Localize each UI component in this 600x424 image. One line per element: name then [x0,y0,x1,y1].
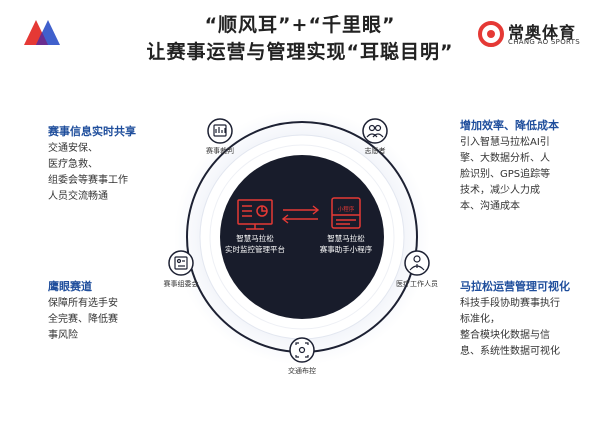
node-medical-label: 医疗工作人员 [396,280,438,288]
info-sharing-title: 赛事信息实时共享 [48,125,136,138]
efficiency-line: 脸识别、GPS追踪等 [460,169,551,180]
node-referee [207,118,233,144]
node-organizing-label: 赛事组委会 [163,280,199,288]
efficiency-title: 增加效率、降低成本 [460,119,559,132]
title-line-1: “顺风耳”+“千里眼” [204,14,396,36]
visualization-line: 整合模块化数据与信 [460,330,550,341]
info-sharing-line: 组委会等赛事工作 [48,175,128,186]
monitor-icon [237,199,273,230]
brand-name: 常奥体育 [508,23,577,42]
node-organizing [168,250,194,276]
visualization-block: 马拉松运营管理可视化 科技手段协助赛事执行 标准化， 整合模块化数据与信 息、系… [460,278,590,360]
info-sharing-block: 赛事信息实时共享 交通安保、 医疗急救、 组委会等赛事工作 人员交流畅通 [48,123,178,205]
node-volunteer [362,118,388,144]
mini-program-label-line1: 智慧马拉松 [327,234,365,243]
info-sharing-line: 人员交流畅通 [48,191,108,202]
info-sharing-line: 医疗急救、 [48,159,98,170]
efficiency-line: 技术，减少人力成 [460,185,540,196]
visualization-title: 马拉松运营管理可视化 [460,280,570,293]
mini-program-phone-label: 小程序 [338,205,355,213]
eagle-eye-title: 鹰眼赛道 [48,280,92,293]
camera-icon [295,342,309,358]
eagle-eye-line: 全完赛、降低赛 [48,314,118,325]
node-volunteer-label: 志愿者 [364,147,386,155]
mini-program-label: 智慧马拉松 赛事助手小程序 [306,233,386,255]
info-sharing-line: 交通安保、 [48,143,98,154]
mini-program-icon [331,197,361,229]
node-traffic [289,337,315,363]
eagle-eye-line: 保障所有选手安 [48,298,118,309]
visualization-line: 标准化， [460,314,500,325]
platform-label: 智慧马拉松 实时监控管理平台 [215,233,295,255]
eagle-eye-line: 事风险 [48,330,78,341]
platform-label-line2: 实时监控管理平台 [225,245,285,254]
brand: 常奥体育 CHANG AO SPORTS [478,18,588,50]
efficiency-line: 引入智慧马拉松AI引 [460,137,550,148]
mini-program-label-line2: 赛事助手小程序 [319,245,373,254]
center-core [220,155,384,319]
efficiency-line: 本、沟通成本 [460,201,520,212]
node-medical [404,250,430,276]
efficiency-line: 擎、大数据分析、人 [460,153,550,164]
exchange-arrows-icon [281,205,320,224]
brand-mark-icon [478,21,504,47]
visualization-line: 科技手段协助赛事执行 [460,298,560,309]
node-traffic-label: 交通布控 [288,367,316,375]
doctor-icon [409,255,425,271]
title-line-2: 让赛事运营与管理实现“耳聪目明” [146,41,454,63]
node-referee-label: 赛事裁判 [206,147,234,155]
eagle-eye-block: 鹰眼赛道 保障所有选手安 全完赛、降低赛 事风险 [48,278,178,344]
efficiency-block: 增加效率、降低成本 引入智慧马拉松AI引 擎、大数据分析、人 脸识别、GPS追踪… [460,117,590,215]
inner-ring [209,144,395,330]
brand-logo-icon [24,20,60,45]
visualization-line: 息、系统性数据可视化 [460,346,560,357]
people-icon [366,124,384,138]
brand-name-en: CHANG AO SPORTS [508,38,580,46]
badge-icon [174,256,188,270]
platform-label-line1: 智慧马拉松 [236,234,274,243]
referee-icon [213,124,227,137]
